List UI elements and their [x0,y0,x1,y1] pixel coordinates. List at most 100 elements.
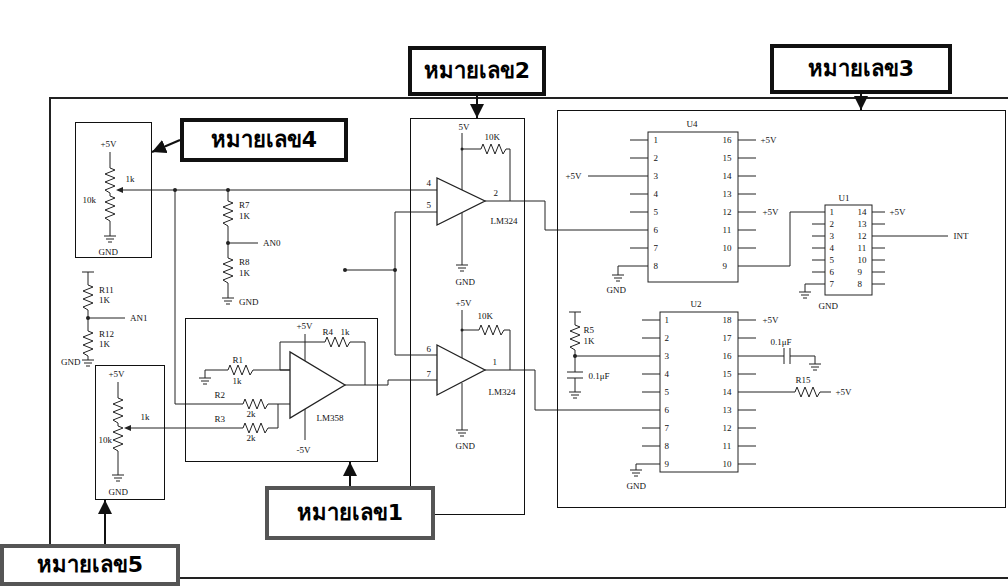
component-label: 15 [722,153,733,162]
component-label: R1 [232,355,245,364]
component-label: R11 [98,286,115,295]
component-label: 7 [664,423,671,432]
component-label: +5V [296,321,314,330]
callout-arrow [104,500,106,544]
component-label: 2k [246,409,257,418]
component-label: 4 [653,189,660,198]
component-label: GND [455,277,477,286]
component-label: 4 [426,178,433,187]
component-label: 5V [458,122,471,131]
callout-label: หมายเลข2 [424,57,530,86]
component-label: 1k [140,412,151,421]
component-label: 10 [722,459,733,468]
component-label: 7 [829,279,836,288]
component-label: INT [953,231,970,240]
component-label: 10k [98,435,114,444]
component-label: 9 [857,267,864,276]
component-label: 6 [653,225,660,234]
component-label: GND [60,358,82,367]
component-label: 2 [653,153,660,162]
component-label: 3 [664,351,671,360]
component-label: +5V [889,207,907,216]
component-label: R12 [98,330,115,339]
component-label: U2 [690,299,703,308]
callout-box: หมายเลข2 [408,46,546,96]
component-label: GND [626,481,648,490]
component-label: R5 [583,325,596,334]
component-label: 1K [98,296,111,305]
component-label: 10 [857,255,868,264]
callout-label: หมายเลข3 [808,55,914,84]
callout-label: หมายเลข1 [297,499,403,528]
component-label: +5V [565,171,583,180]
component-label: +5V [835,387,853,396]
component-label: R8 [238,258,251,267]
component-label: 1K [238,269,251,278]
component-label: GND [606,285,628,294]
component-label: 1 [492,357,499,366]
component-label: R4 [322,327,335,336]
component-label: 10K [477,311,495,320]
component-label: R15 [795,375,812,384]
component-label: 3 [653,171,660,180]
component-label: LM358 [316,413,345,422]
component-label: 14 [722,387,733,396]
component-label: 11 [722,441,733,450]
component-label: 1 [829,207,836,216]
component-label: 6 [664,405,671,414]
circuit-section: U412345678161514131211109+5V+5V+5VGNDU11… [557,110,1006,508]
component-label: R3 [214,414,227,423]
component-label: 16 [722,351,733,360]
component-label: 2k [246,433,257,442]
component-label: 11 [722,225,733,234]
component-label: U1 [838,193,851,202]
component-label: AN0 [262,239,282,248]
component-label: GND [818,301,840,310]
component-label: 1 [653,135,660,144]
component-label: 0.1μF [588,371,611,380]
component-label: GND [108,487,130,496]
component-label: 12 [722,423,733,432]
component-label: 4 [664,369,671,378]
component-label: 14 [722,171,733,180]
component-label: 9 [664,459,671,468]
component-label: 10k [82,195,98,204]
component-label: 13 [722,189,733,198]
component-label: 10K [484,132,502,141]
component-label: GND [238,298,260,307]
callout-box: หมายเลข1 [265,486,435,540]
component-label: 8 [857,279,864,288]
callout-label: หมายเลข4 [211,126,317,155]
callout-arrow [476,96,478,118]
component-label: 2 [829,219,836,228]
component-label: 1k [125,174,136,183]
component-label: 3 [829,231,836,240]
component-label: U4 [686,119,699,128]
callout-arrow [349,462,351,486]
component-label: 13 [722,405,733,414]
component-label: +5V [762,315,780,324]
component-label: 12 [722,207,733,216]
component-label: 11 [857,243,868,252]
component-label: +5V [760,135,778,144]
component-label: 5 [829,255,836,264]
component-label: -5V [296,445,312,454]
component-label: LM324 [490,216,519,225]
component-label: 4 [829,243,836,252]
callout-box: หมายเลข3 [770,44,952,94]
component-label: 6 [426,344,433,353]
component-label: 17 [722,333,733,342]
component-label: GND [455,441,477,450]
component-label: 1 [664,315,671,324]
component-label: R2 [214,390,227,399]
component-label: 16 [722,135,733,144]
component-label: +5V [455,298,473,307]
component-label: 8 [664,441,671,450]
component-label: 5 [664,387,671,396]
component-label: 13 [857,219,868,228]
component-label: 8 [653,261,660,270]
component-label: 7 [426,369,433,378]
component-label: R7 [238,201,251,210]
component-label: 14 [857,207,868,216]
component-label: 5 [653,207,660,216]
